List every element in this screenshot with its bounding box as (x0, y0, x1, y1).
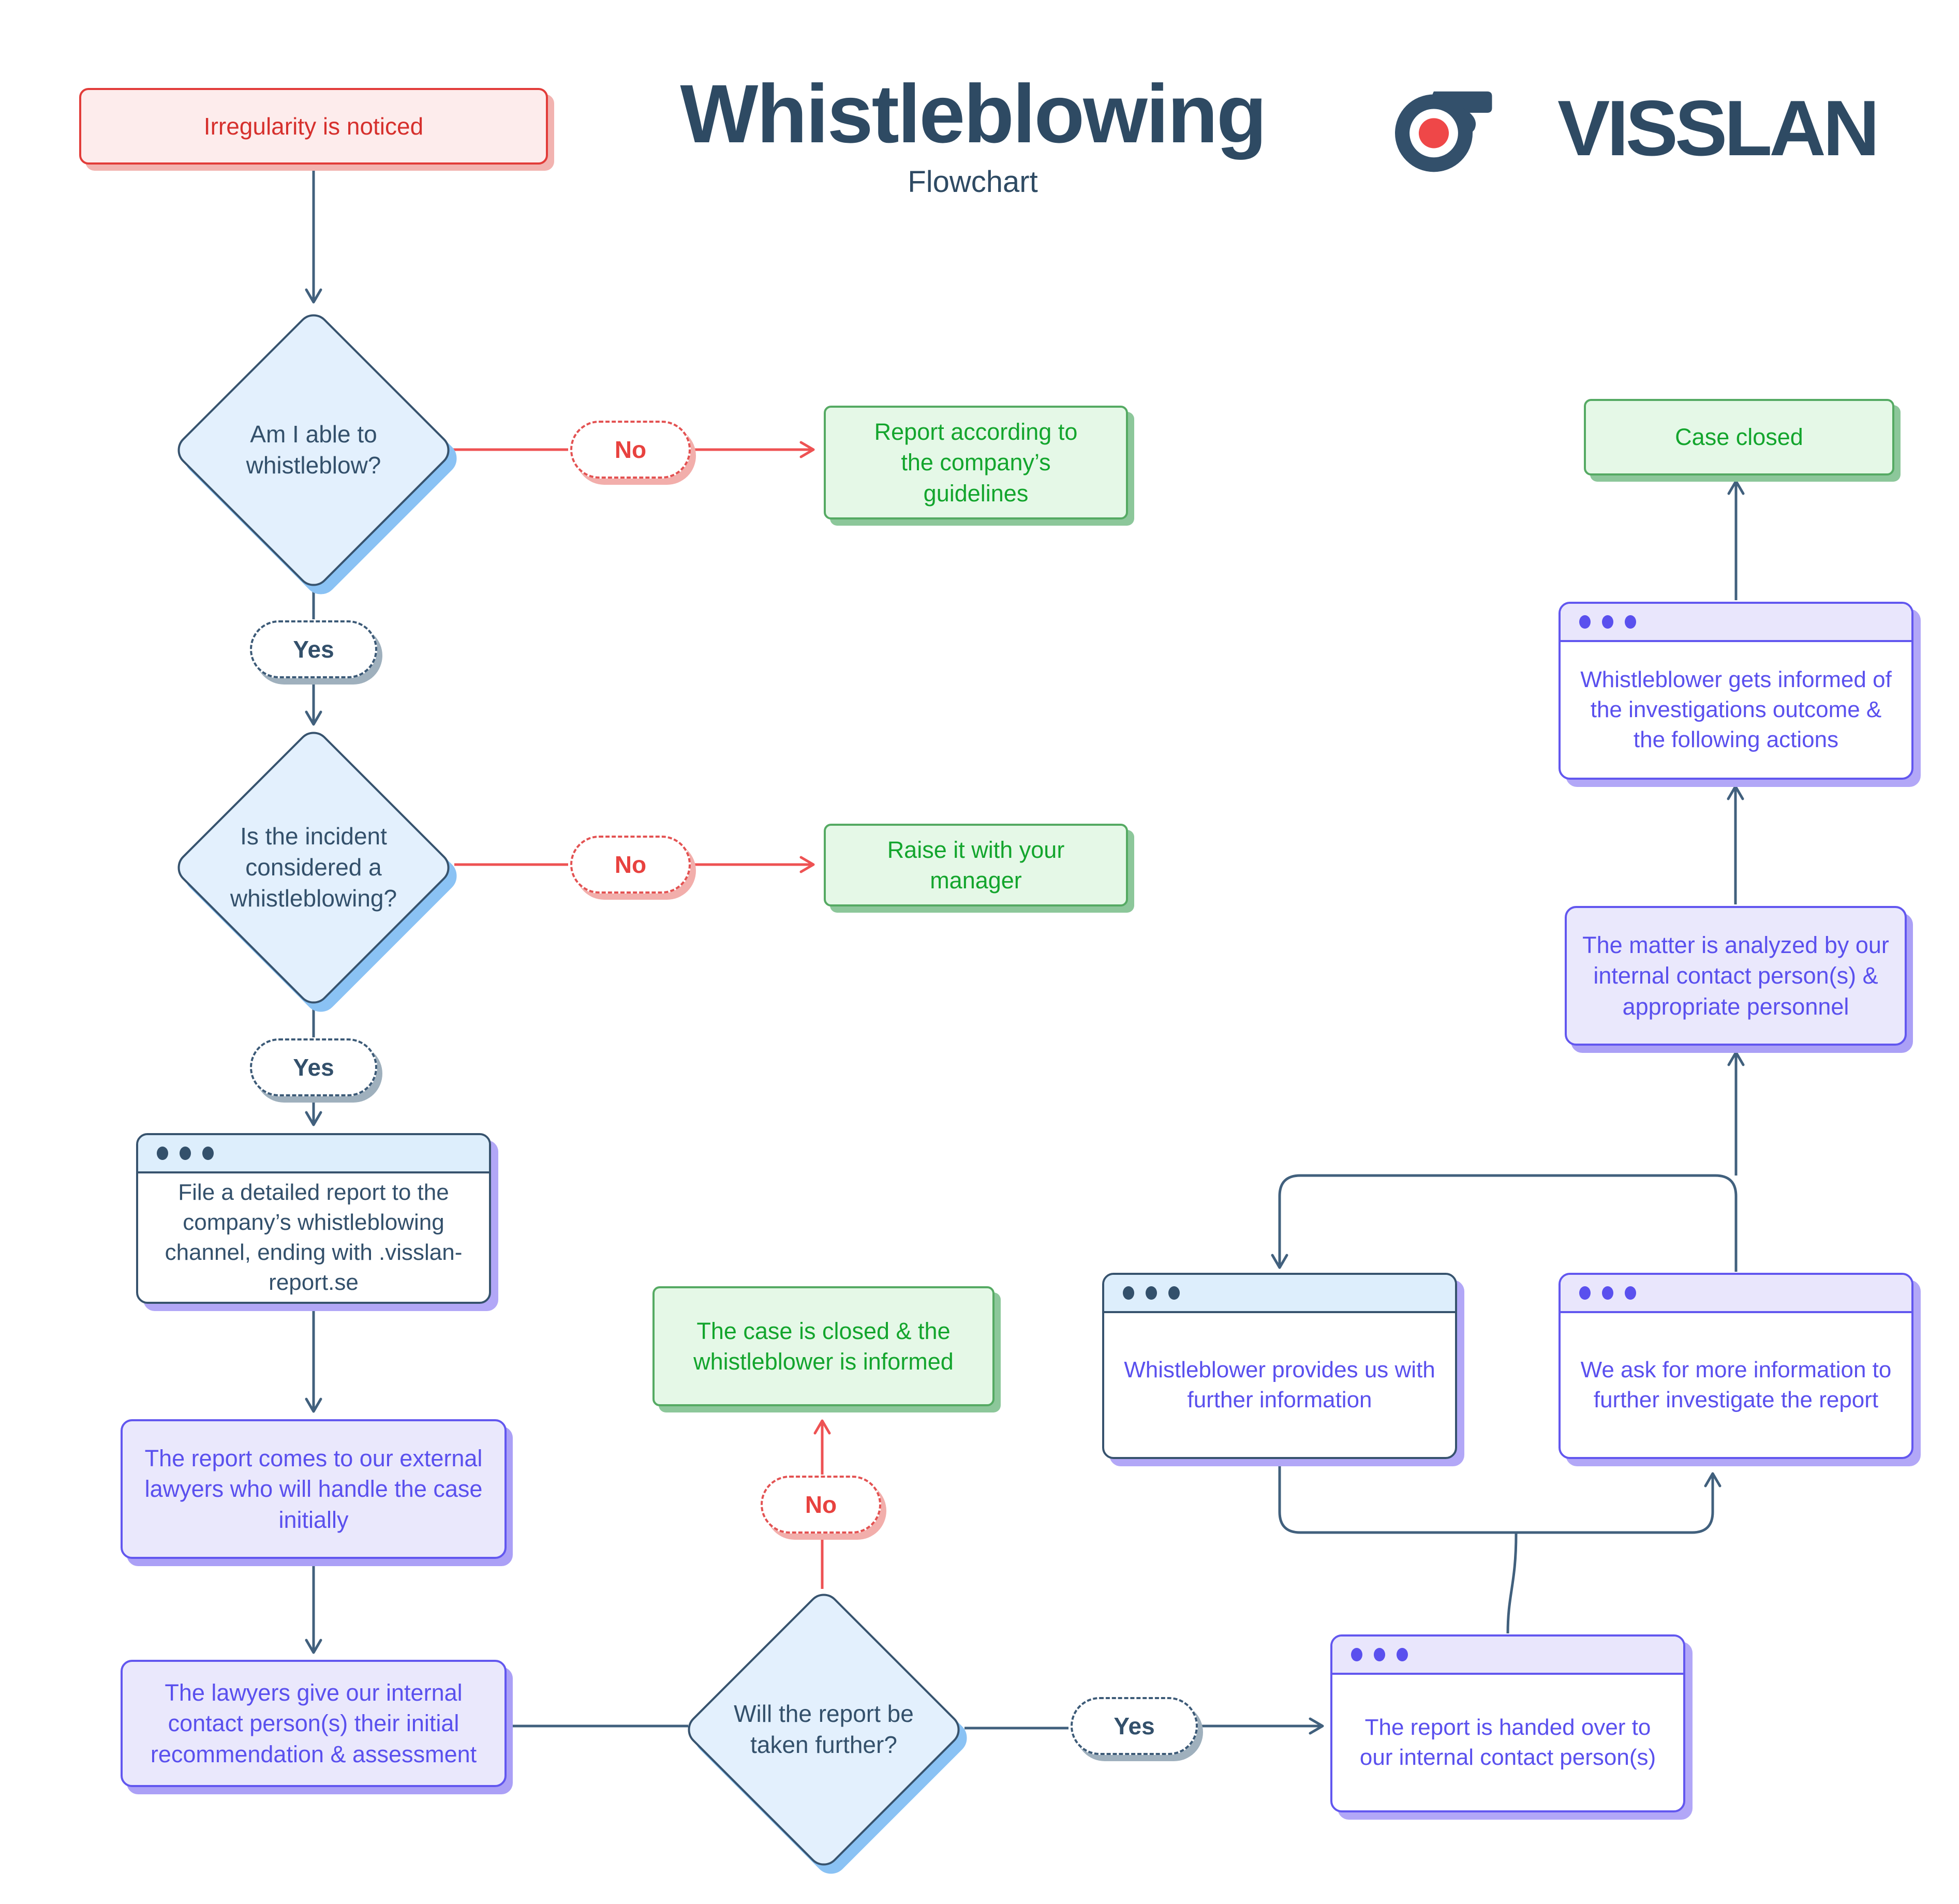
pill-text: Yes (1114, 1712, 1155, 1739)
node-text: The matter is analyzed by our internal c… (1582, 931, 1889, 1020)
node-raise-with-manager: Raise it with your manager (824, 824, 1128, 906)
page-title-block: Whistleblowing Flowchart (611, 66, 1335, 199)
window-dot-icon (1123, 1286, 1134, 1300)
page-subtitle: Flowchart (908, 165, 1038, 199)
node-text: We ask for more information to further i… (1580, 1357, 1892, 1412)
window-dot-icon (1602, 1286, 1613, 1300)
page-title: Whistleblowing (680, 67, 1267, 160)
pill-text: No (614, 851, 647, 878)
node-file-detailed-report: File a detailed report to the company’s … (136, 1133, 491, 1304)
decision-text: Am I able to whistleblow? (246, 421, 381, 479)
node-text: The report comes to our external lawyers… (144, 1445, 483, 1533)
node-text: The lawyers give our internal contact pe… (150, 1679, 477, 1767)
pill-text: Yes (293, 1053, 334, 1081)
node-whistleblower-gets-informed: Whistleblower gets informed of the inves… (1559, 602, 1913, 780)
node-text: The report is handed over to our interna… (1359, 1714, 1656, 1770)
node-whistleblower-provides-info: Whistleblower provides us with further i… (1102, 1273, 1457, 1459)
decision-text: Will the report be taken further? (734, 1700, 914, 1758)
window-dot-icon (1397, 1648, 1408, 1661)
window-header (1561, 1275, 1911, 1313)
pill-text: No (614, 436, 647, 463)
node-report-company-guidelines: Report according to the company’s guidel… (824, 406, 1128, 519)
window-dot-icon (1168, 1286, 1180, 1300)
edge-label-no-3: No (761, 1476, 881, 1534)
node-text: Whistleblower gets informed of the inves… (1580, 666, 1892, 753)
window-dot-icon (157, 1147, 168, 1160)
node-text: Whistleblower provides us with further i… (1124, 1357, 1435, 1412)
window-header (1332, 1637, 1683, 1675)
node-text: File a detailed report to the company’s … (165, 1179, 463, 1296)
window-dot-icon (1374, 1648, 1385, 1661)
node-report-to-external-lawyers: The report comes to our external lawyers… (121, 1419, 507, 1559)
node-report-handed-over: The report is handed over to our interna… (1330, 1634, 1685, 1812)
window-dot-icon (1146, 1286, 1157, 1300)
edge-label-no-1: No (570, 421, 691, 479)
node-text: Raise it with your manager (887, 836, 1065, 894)
window-dot-icon (1602, 615, 1613, 629)
node-text: The case is closed & the whistleblower i… (693, 1317, 954, 1375)
window-dot-icon (1579, 615, 1591, 629)
node-text: Report according to the company’s guidel… (874, 418, 1078, 507)
window-header (138, 1135, 489, 1173)
window-dot-icon (1625, 1286, 1636, 1300)
visslan-logo: VISSLAN (1395, 78, 1880, 179)
edge-label-yes-3: Yes (1071, 1697, 1198, 1755)
pill-text: Yes (293, 635, 334, 663)
edge-label-yes-2: Yes (250, 1038, 377, 1096)
edge-label-yes-1: Yes (250, 620, 377, 678)
window-dot-icon (1351, 1648, 1362, 1661)
node-case-closed-whistleblower-informed: The case is closed & the whistleblower i… (652, 1286, 995, 1406)
pill-text: No (805, 1491, 837, 1518)
node-irregularity-noticed: Irregularity is noticed (79, 88, 548, 165)
window-dot-icon (1625, 615, 1636, 629)
node-case-closed: Case closed (1584, 399, 1894, 475)
window-dot-icon (1579, 1286, 1591, 1300)
decision-text: Is the incident considered a whistleblow… (230, 823, 397, 912)
node-text: Irregularity is noticed (203, 112, 424, 140)
window-header (1561, 604, 1911, 642)
whistle-icon (1395, 91, 1492, 172)
node-ask-more-information: We ask for more information to further i… (1559, 1273, 1913, 1459)
edge-label-no-2: No (570, 836, 691, 894)
window-dot-icon (202, 1147, 214, 1160)
window-header (1104, 1275, 1455, 1313)
node-matter-analyzed: The matter is analyzed by our internal c… (1565, 906, 1907, 1046)
brand-name: VISSLAN (1557, 84, 1880, 172)
node-lawyers-give-recommendation: The lawyers give our internal contact pe… (121, 1660, 507, 1787)
window-dot-icon (180, 1147, 191, 1160)
node-text: Case closed (1675, 424, 1803, 451)
